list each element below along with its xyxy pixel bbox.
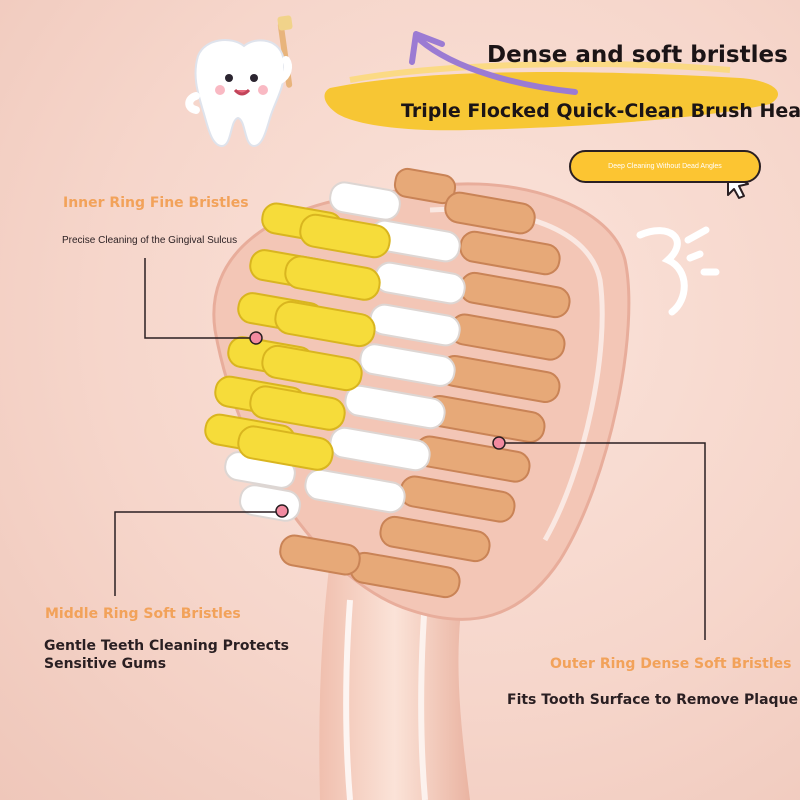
inner-ring-description: Precise Cleaning of the Gingival Sulcus (62, 235, 238, 246)
curved-arrow-icon (409, 31, 578, 95)
headline-title: Dense and soft bristles (487, 42, 788, 68)
inner-ring-bristles (204, 202, 391, 471)
middle-ring-description: Gentle Teeth Cleaning Protects Sensitive… (44, 638, 289, 672)
inner-ring-heading: Inner Ring Fine Bristles (63, 195, 249, 211)
markers (249, 331, 506, 518)
leader-lines (114, 258, 706, 640)
outer-marker (492, 436, 506, 450)
outer-leader-line (498, 442, 706, 640)
middle-ring-heading: Middle Ring Soft Bristles (45, 606, 241, 622)
outer-ring-description: Fits Tooth Surface to Remove Plaque (507, 692, 799, 708)
inner-leader-line (144, 258, 255, 339)
middle-marker (275, 504, 289, 518)
outer-ring-heading: Outer Ring Dense Soft Bristles (550, 656, 792, 672)
headline-subtitle: Triple Flocked Quick-Clean Brush Head (401, 100, 800, 122)
badge-label: Deep Cleaning Without Dead Angles (608, 163, 722, 170)
brush-stroke (324, 72, 779, 131)
tooth-mascot-icon (185, 15, 293, 148)
brush-stroke-light (349, 61, 731, 83)
doodle-icon (636, 226, 720, 316)
middle-leader-line (114, 511, 280, 596)
deep-cleaning-badge: Deep Cleaning Without Dead Angles (569, 150, 761, 183)
inner-marker (249, 331, 263, 345)
